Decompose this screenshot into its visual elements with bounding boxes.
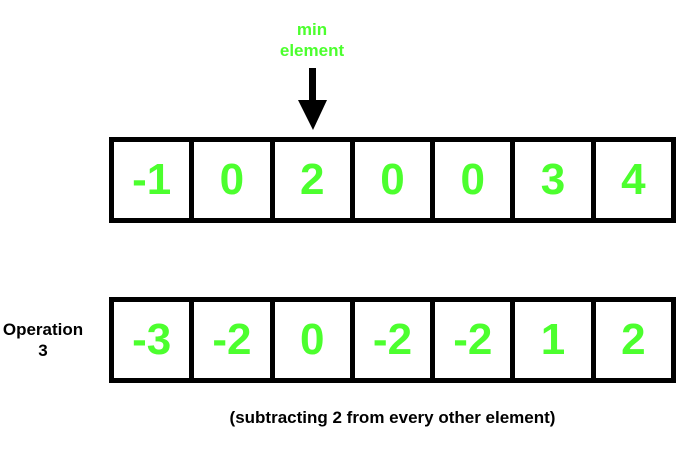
min-label-line2: element bbox=[279, 41, 345, 60]
array-cell: -2 bbox=[354, 302, 431, 378]
array-cell: 2 bbox=[595, 302, 671, 378]
operation-label: Operation 3 bbox=[0, 319, 86, 361]
result-array: -3 -2 0 -2 -2 1 2 bbox=[109, 297, 676, 383]
down-arrow-icon bbox=[298, 68, 327, 130]
array-cell: 4 bbox=[595, 142, 671, 218]
array-cell-min: 2 bbox=[274, 142, 350, 218]
min-label-line1: min bbox=[296, 20, 328, 39]
array-cell: -1 bbox=[114, 142, 190, 218]
min-element-label: min element bbox=[262, 19, 362, 61]
array-cell: 0 bbox=[274, 302, 350, 378]
array-cell: 3 bbox=[515, 142, 591, 218]
caption: (subtracting 2 from every other element) bbox=[229, 408, 556, 427]
array-cell: 1 bbox=[515, 302, 591, 378]
array-cell: 0 bbox=[435, 142, 511, 218]
array-cell: -2 bbox=[435, 302, 511, 378]
original-array: -1 0 2 0 0 3 4 bbox=[109, 137, 676, 223]
array-cell: 0 bbox=[194, 142, 270, 218]
operation-label-line2: 3 bbox=[38, 341, 48, 360]
operation-label-line1: Operation bbox=[2, 320, 84, 339]
array-cell: 0 bbox=[354, 142, 431, 218]
array-cell: -2 bbox=[194, 302, 270, 378]
array-cell: -3 bbox=[114, 302, 190, 378]
